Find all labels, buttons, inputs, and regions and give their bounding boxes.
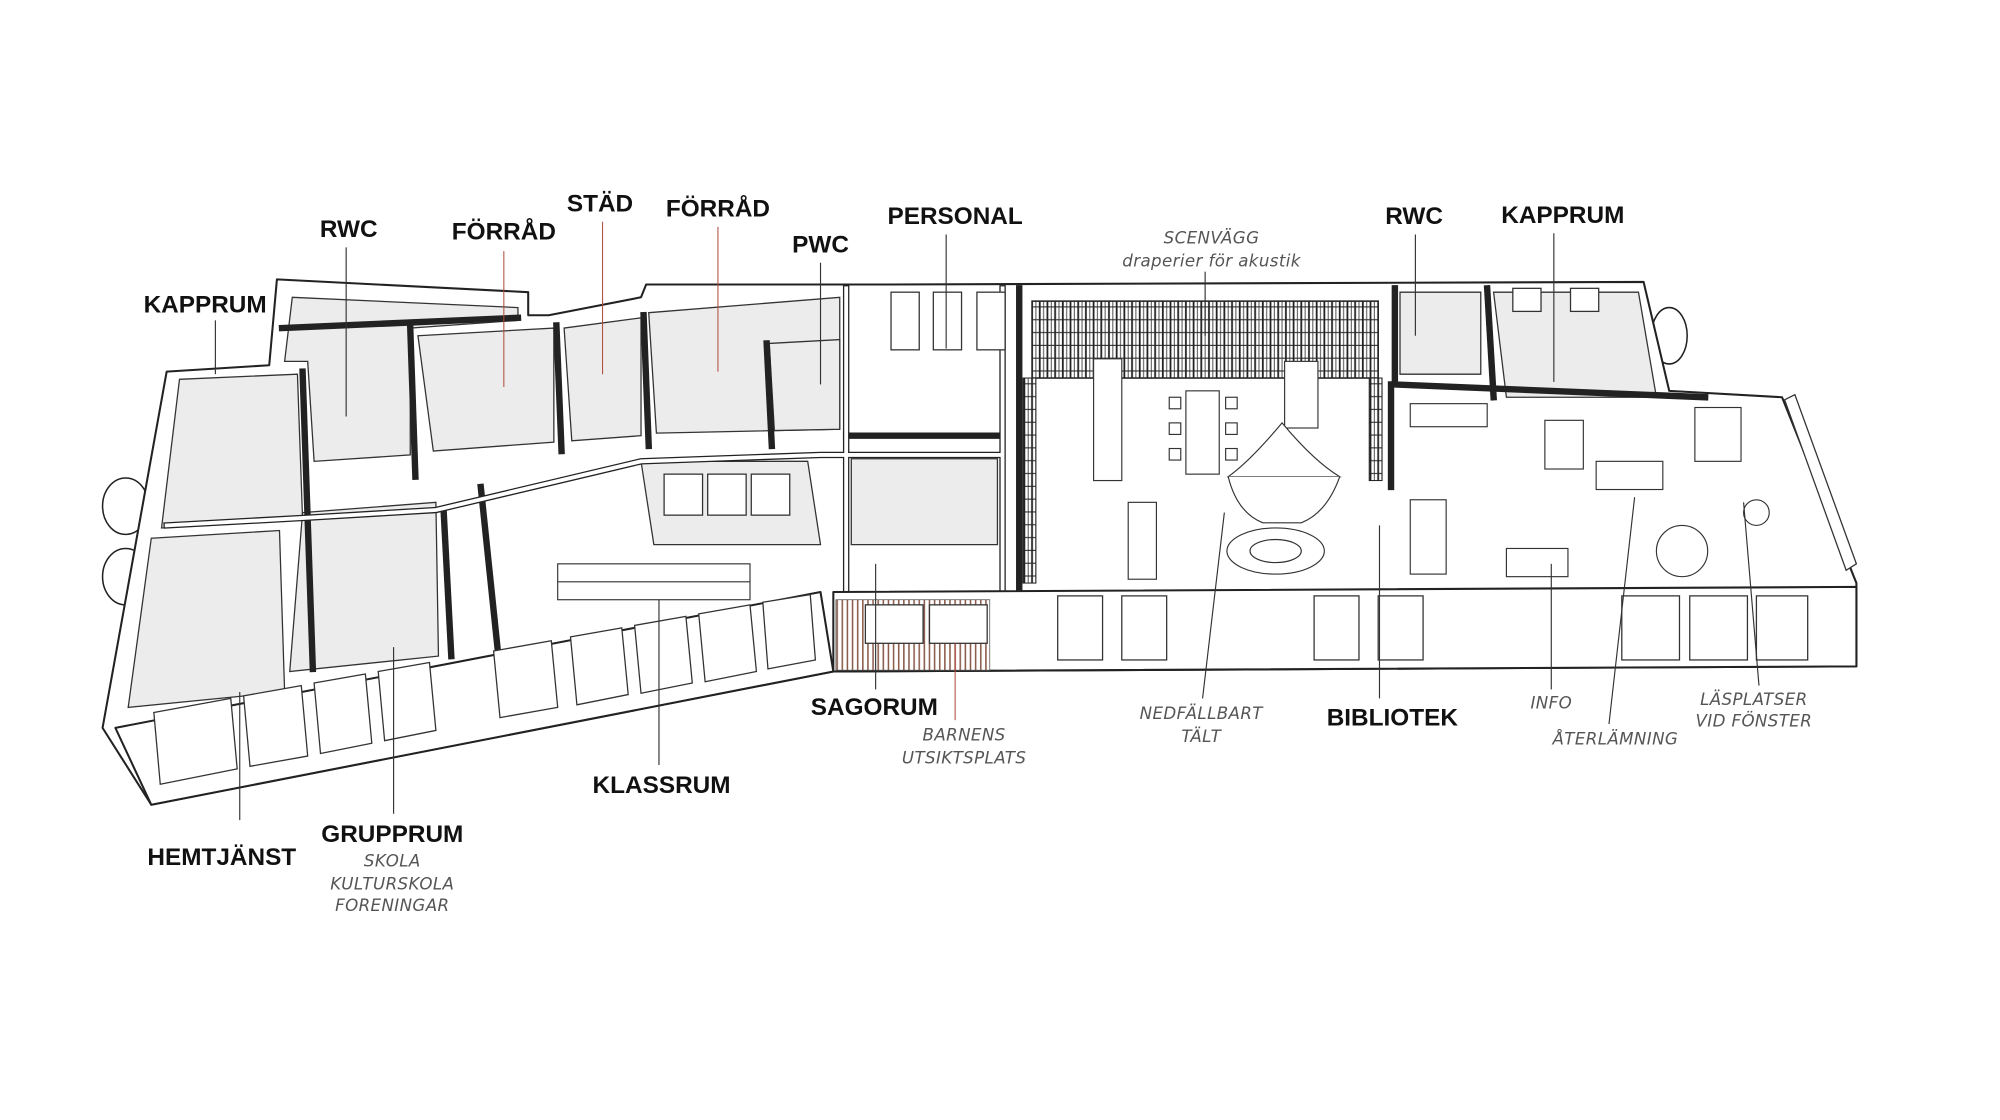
round-table [1655,524,1709,578]
shelf-unit [1409,499,1447,575]
back-windows [890,287,1858,572]
room-rwc-right-floor [1399,291,1482,375]
classroom-tables [557,563,751,601]
room-pwc-floor [768,338,841,432]
label-grupprum: GRUPPRUM [321,821,463,848]
label-rwc-right: RWC [1385,203,1443,230]
sofa [1694,406,1742,462]
label-pwc: PWC [792,231,849,258]
room-sagorum-floor [850,458,999,546]
label-hemtjanst: HEMTJÄNST [147,844,296,871]
bookshelf-right [1368,377,1383,482]
chairs [1168,396,1238,461]
leader-lines [214,221,1760,821]
label-kapprum-left: KAPPRUM [144,292,267,319]
label-barnens: UTSIKTSPLATS [902,749,1026,768]
label-info: INFO [1530,694,1572,713]
label-barnens: BARNENS [923,726,1006,745]
label-bibliotek: BIBLIOTEK [1327,704,1459,731]
label-lasplatser: LÄSPLATSER [1700,690,1807,709]
label-grupprum-sub: KULTURSKOLA [330,874,454,893]
info-desk [1505,547,1569,578]
room-hemtjanst-floor [127,529,286,709]
room-rwc-left-floor [283,296,519,463]
label-personal: PERSONAL [887,203,1022,230]
shelf-unit [1127,501,1157,580]
tent [1226,421,1342,575]
label-aterlamning: ÅTERLÄMNING [1552,730,1679,749]
room-stad-floor [563,317,642,442]
label-forrad-1: FÖRRÅD [452,218,556,246]
windows-klassrum-back [663,473,791,516]
label-rwc-left: RWC [320,216,378,243]
label-nedfallbart: NEDFÄLLBART [1140,704,1265,723]
building [101,278,1858,806]
round-table [1743,499,1770,526]
counter [1093,358,1123,482]
label-grupprum-sub: SKOLA [364,851,421,870]
dining-table [1185,390,1220,475]
label-sagorum: SAGORUM [811,694,938,721]
label-scenvagg-sub: draperier för akustik [1122,252,1301,271]
door [1544,419,1584,470]
label-grupprum-sub: FORENINGAR [335,896,449,915]
room-labels: KAPPRUM RWC FÖRRÅD STÄD FÖRRÅD PWC PERSO… [144,190,1813,915]
return-shelf [1595,460,1664,491]
label-klassrum: KLASSRUM [593,772,731,799]
label-stad: STÄD [567,190,633,217]
label-scenvagg: SCENVÄGG [1164,228,1260,247]
room-forrad-1-floor [417,327,555,452]
label-forrad-2: FÖRRÅD [666,195,770,223]
bookshelf-left [1022,377,1037,584]
room-grupprum-floor [289,501,440,673]
label-nedfallbart: TÄLT [1181,727,1222,746]
room-kapprum-left-floor [160,373,304,529]
label-kapprum-right: KAPPRUM [1501,202,1624,229]
interior-walls [163,284,1709,673]
front-windows [153,593,1809,786]
sink-counter [1409,403,1488,428]
label-lasplatser: VID FÖNSTER [1696,712,1813,731]
counter [1284,360,1319,429]
